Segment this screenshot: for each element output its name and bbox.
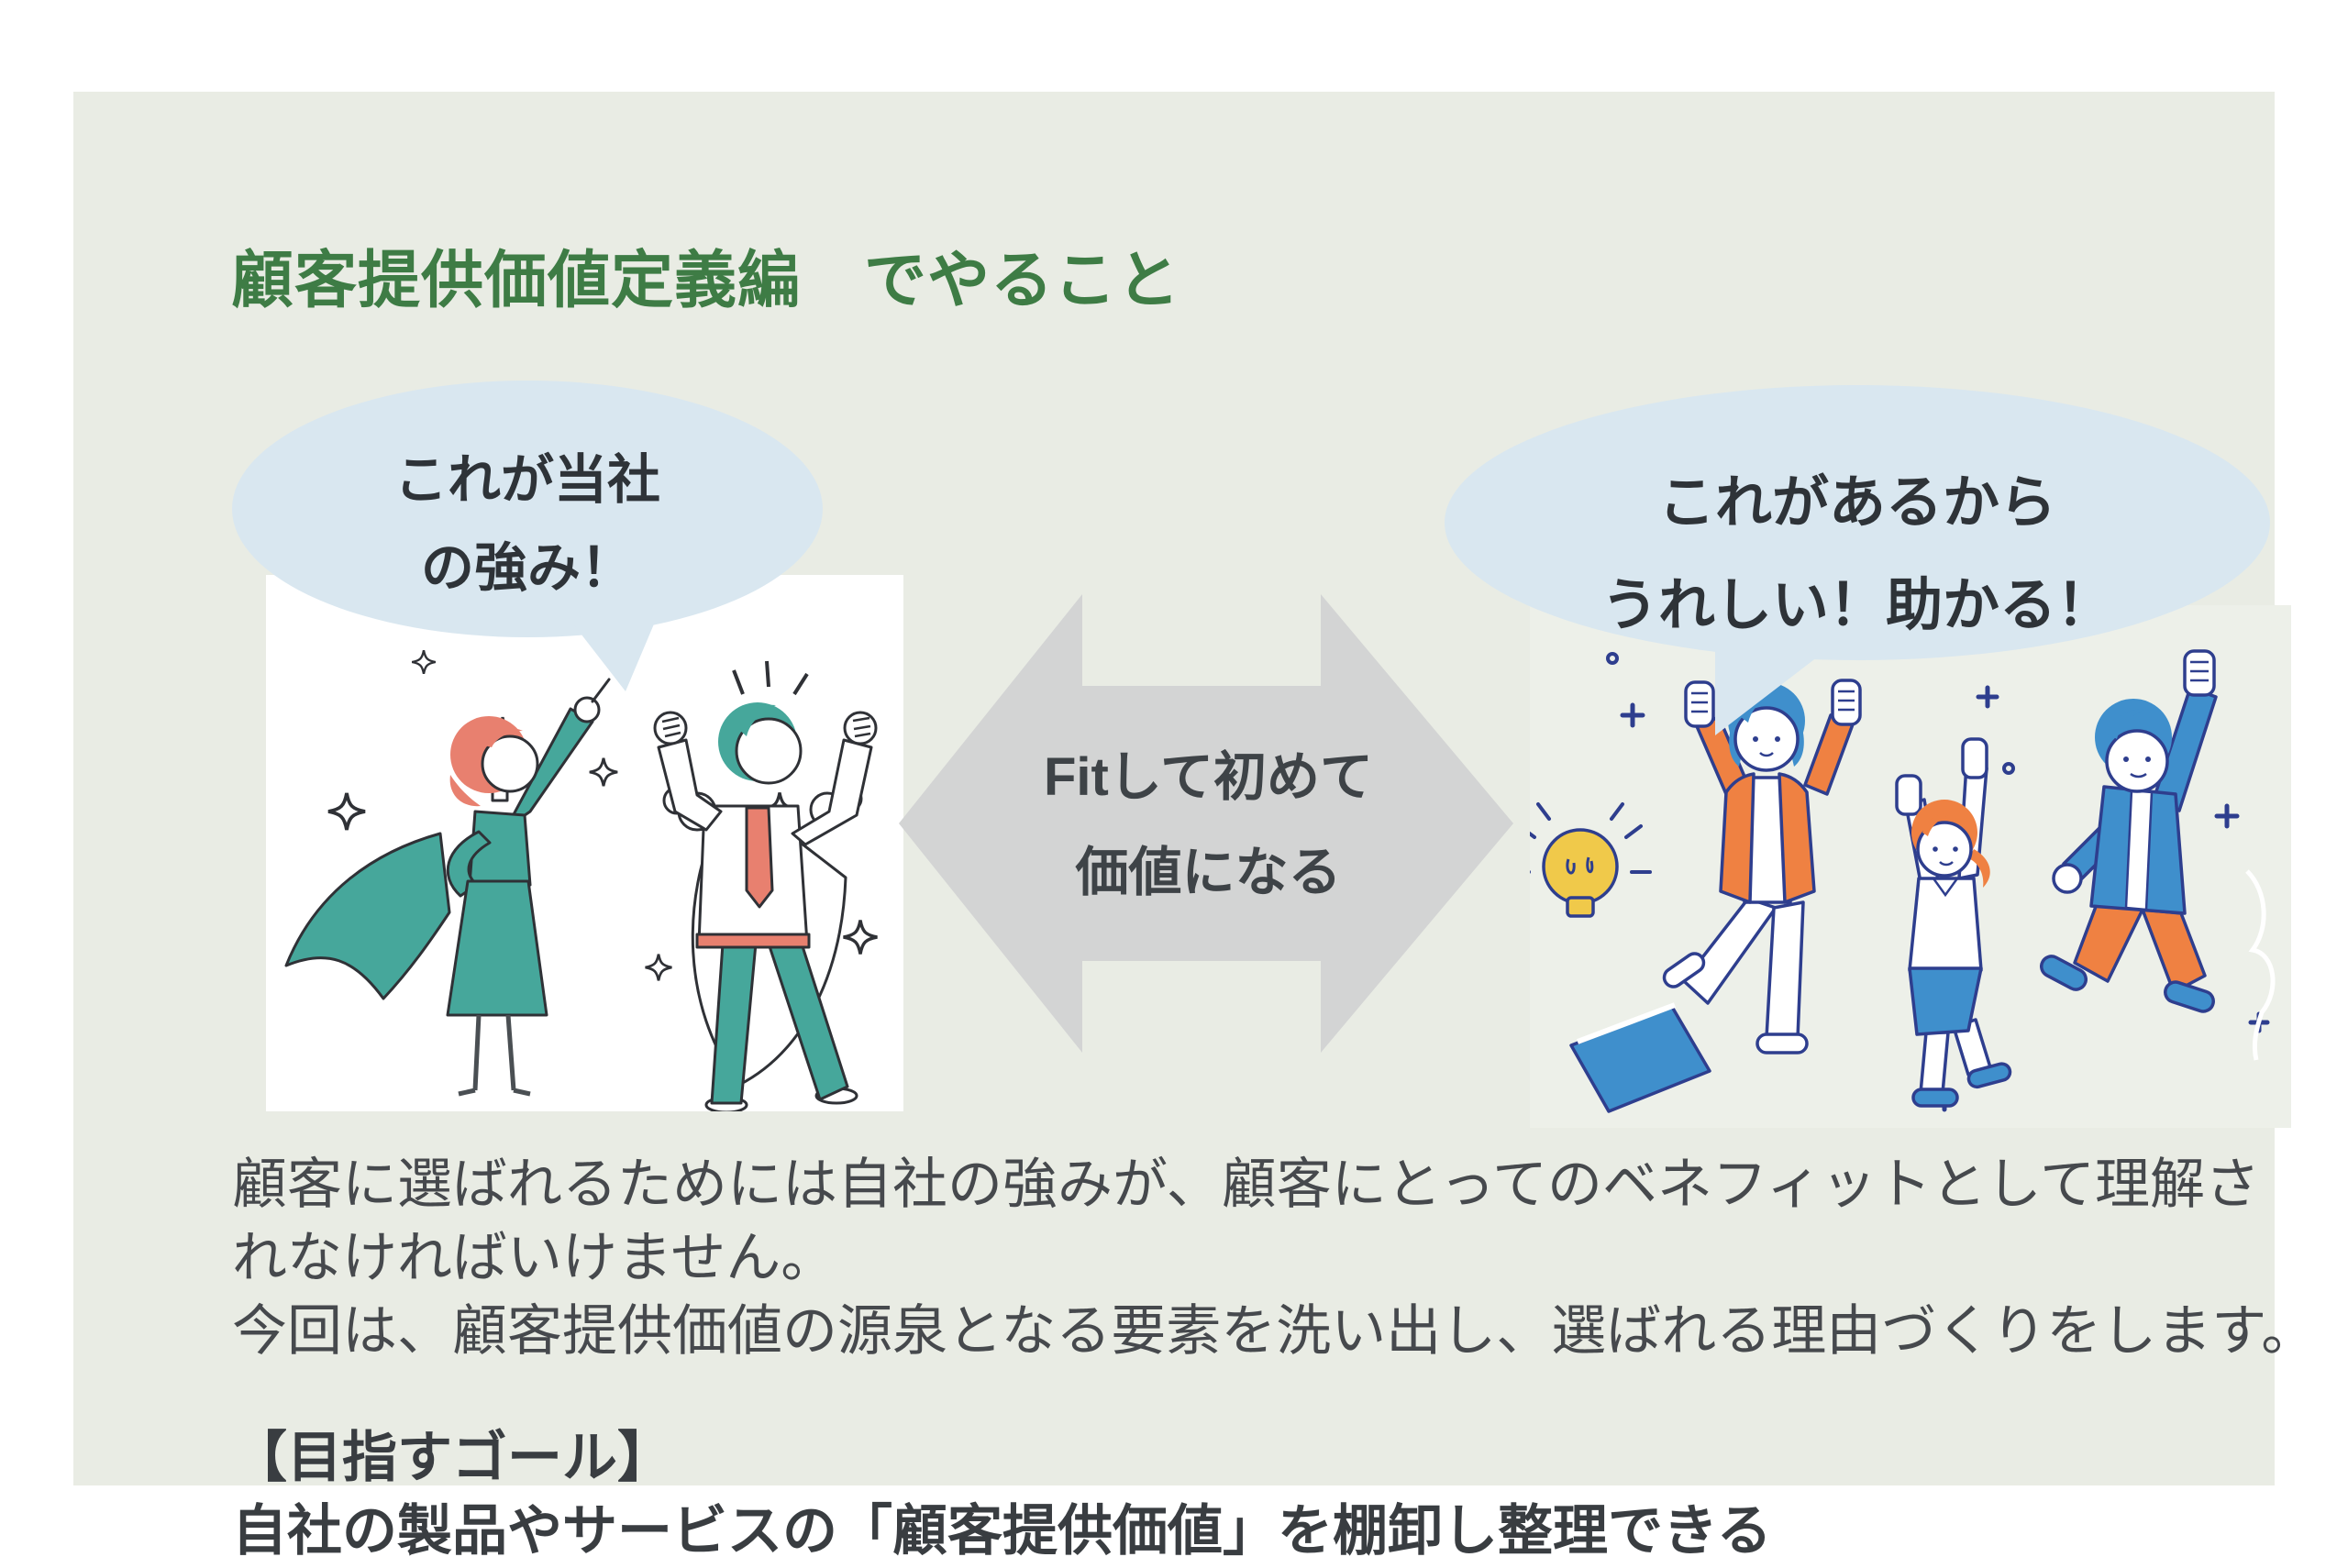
description-paragraph: 顧客に選ばれるためには自社の強みが、顧客にとってのベネフィットとして理解さ れな… bbox=[232, 1148, 2317, 1368]
dot-sparkle-icons bbox=[1606, 652, 2015, 775]
strengths-illustration-svg bbox=[284, 649, 880, 1111]
paragraph-line3: 今回は、顧客提供価値の源泉となる要素を洗い出し、選ばれる理由づくりをします。 bbox=[232, 1300, 2317, 1362]
jumping-person-left bbox=[1662, 679, 1862, 1055]
left-speech-bubble bbox=[232, 381, 823, 691]
left-bubble-line2: の強み！ bbox=[420, 538, 634, 598]
fit-arrow-line2: 価値になる bbox=[1075, 843, 1342, 902]
faint-scribble bbox=[2245, 869, 2276, 1061]
right-bubble-line1: これがあるから bbox=[1657, 471, 2056, 535]
customers-illustration-svg bbox=[1530, 649, 2276, 1113]
lightbulb-icon bbox=[1530, 802, 1652, 918]
jumping-person-right bbox=[2040, 649, 2218, 1013]
goal-text: 自社の製品やサービスの「顧客提供価値」を棚卸し整理できる bbox=[232, 1500, 1772, 1562]
right-bubble-line2: うれしい！助かる！ bbox=[1600, 574, 2113, 637]
content-panel: 顧客提供価値定義編 でやること bbox=[73, 92, 2316, 1562]
left-speech-bubble-text: これが当社 の強み！ bbox=[252, 436, 803, 613]
paragraph-line1: 顧客に選ばれるためには自社の強みが、顧客にとってのベネフィットとして理解さ bbox=[232, 1154, 2260, 1215]
page-title: 顧客提供価値定義編 でやること bbox=[231, 246, 1181, 315]
fit-double-arrow bbox=[899, 594, 1513, 1053]
superman-figure bbox=[653, 660, 878, 1111]
strengths-illustration bbox=[266, 575, 903, 1111]
fit-arrow-text: Fitして初めて 価値になる bbox=[899, 730, 1518, 921]
goal-block: 【目指すゴール】 自社の製品やサービスの「顧客提供価値」を棚卸し整理できる bbox=[232, 1421, 2305, 1568]
paragraph-line2: れなければいけません。 bbox=[232, 1227, 836, 1288]
book-icon bbox=[1569, 1002, 1711, 1113]
fit-arrow-line1: Fitして初めて bbox=[1043, 747, 1374, 807]
left-bubble-line1: これが当社 bbox=[393, 450, 660, 510]
goal-heading: 【目指すゴール】 bbox=[232, 1427, 672, 1488]
right-speech-bubble-text: これがあるから うれしい！助かる！ bbox=[1445, 452, 2270, 657]
right-speech-bubble bbox=[1445, 385, 2270, 735]
customers-illustration bbox=[1530, 605, 2291, 1128]
jumping-person-middle bbox=[1895, 737, 2012, 1108]
double-arrow-shape bbox=[899, 594, 1513, 1053]
superwoman-figure bbox=[284, 678, 611, 1097]
